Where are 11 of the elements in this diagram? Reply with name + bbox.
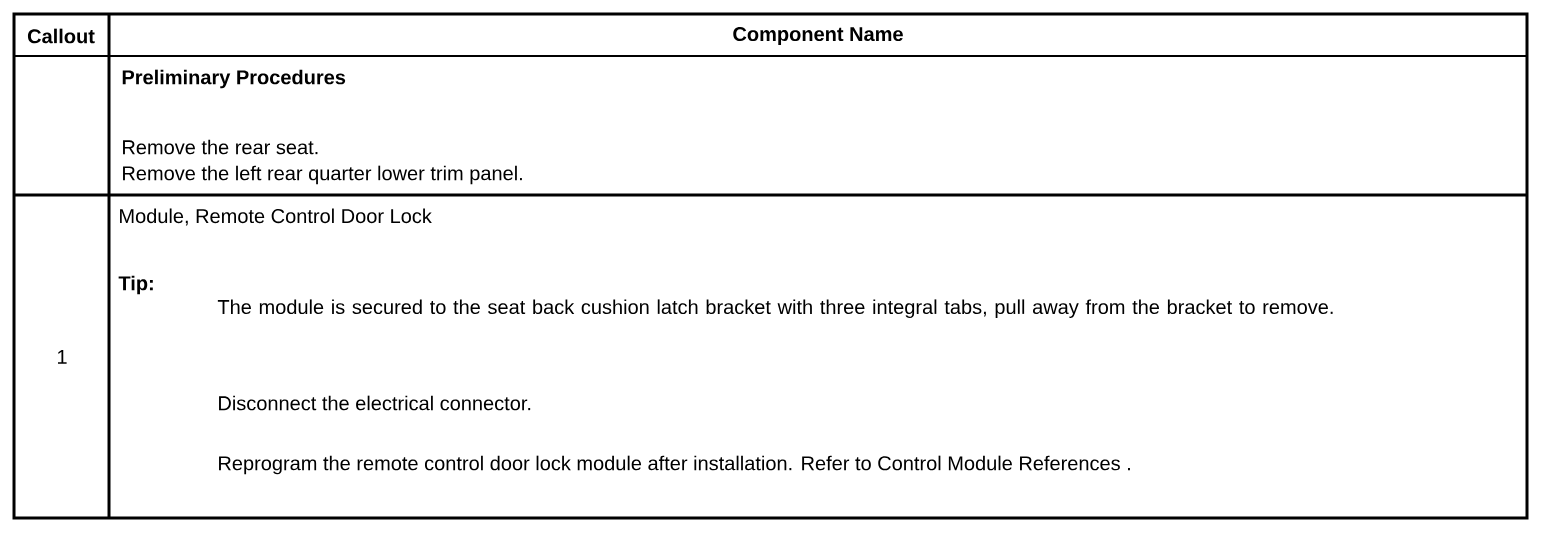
tip-text: Reprogram the remote control door lock module after installation. Refer to Control Module References .: [219, 455, 1130, 475]
tip-label: Tip:: [118, 275, 153, 295]
instruction-text: Remove the left rear quarter lower trim panel.: [123, 165, 522, 185]
instruction-text: Remove the rear seat.: [123, 139, 318, 155]
column-header: Component Name: [733, 26, 903, 46]
component-name: Module, Remote Control Door Lock: [120, 208, 432, 226]
section-heading: Preliminary Procedures: [122, 69, 346, 89]
tip-text: The module is secured to the seat back cushion latch bracket with three integral tabs, pull away from the bracket to remove.: [217, 299, 1333, 319]
tip-text: Disconnect the electrical connector.: [219, 395, 531, 411]
callout-number: 1: [58, 350, 67, 364]
column-header: Callout: [27, 28, 95, 44]
